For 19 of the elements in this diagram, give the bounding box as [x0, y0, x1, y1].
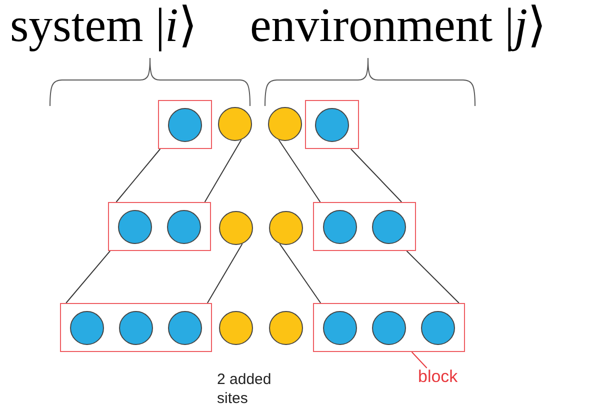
heading-label: system |i⟩: [10, 0, 198, 54]
connector-line: [116, 148, 161, 202]
connector-line: [406, 250, 460, 304]
block-box: [158, 100, 212, 149]
block-box: [313, 303, 465, 352]
block-box: [108, 202, 211, 251]
connector-line: [206, 243, 243, 304]
connector-line: [350, 148, 402, 202]
block-label: block: [418, 368, 462, 390]
leader-line: [411, 352, 428, 368]
annotation-label: 2 added sites: [217, 370, 272, 408]
heading-label: environment |j⟩: [250, 0, 547, 54]
connector-line: [66, 250, 111, 304]
connector-line: [204, 139, 242, 202]
block-box: [305, 100, 359, 149]
connector-line: [279, 243, 322, 304]
connector-line: [278, 139, 321, 202]
block-box: [313, 202, 416, 251]
block-box: [60, 303, 212, 352]
